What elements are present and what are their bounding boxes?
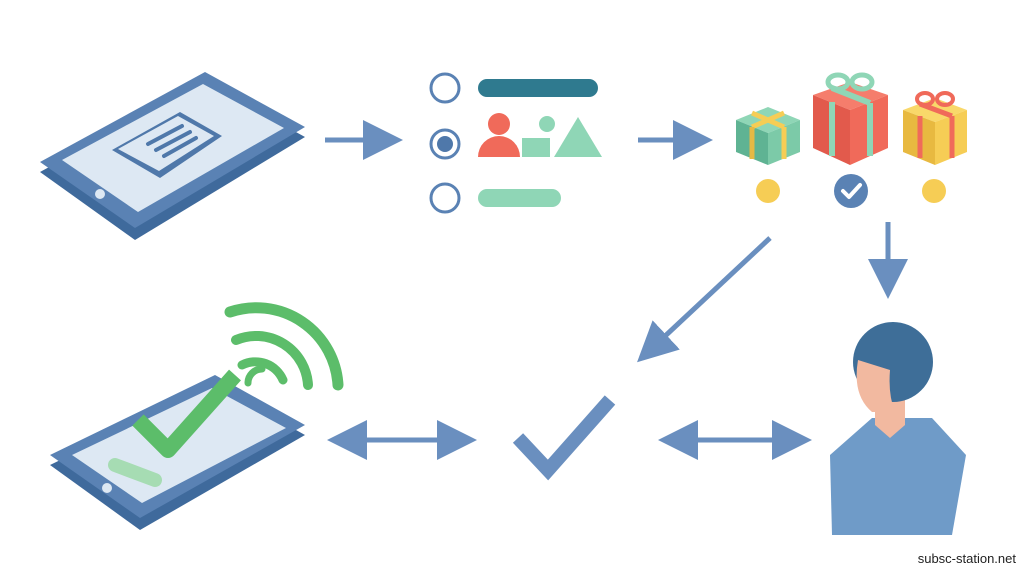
document-icon	[112, 112, 222, 178]
option-shapes-icon	[478, 113, 602, 157]
gift-green	[736, 107, 800, 165]
radio-option-3	[429, 182, 461, 214]
radio-option-1	[429, 72, 461, 104]
arrow-diagonal	[637, 236, 772, 363]
check-icon-center	[512, 395, 616, 481]
gift-red	[813, 72, 888, 165]
gift-indicator-selected	[834, 174, 868, 208]
radio-option-2	[429, 128, 461, 160]
plan-options	[429, 72, 602, 214]
check-icon-green	[132, 369, 241, 458]
gift-indicator-1	[756, 179, 780, 203]
tablet-document-icon	[40, 72, 305, 240]
progress-pill	[108, 458, 162, 487]
option-bar-3	[478, 189, 561, 207]
gift-yellow	[903, 91, 967, 165]
wifi-signal-icon	[224, 302, 344, 391]
user-avatar-icon	[830, 322, 966, 535]
gift-indicator-3	[922, 179, 946, 203]
option-bar-1	[478, 79, 598, 97]
watermark: subsc-station.net	[917, 551, 1016, 566]
phone-success-icon	[50, 302, 344, 530]
